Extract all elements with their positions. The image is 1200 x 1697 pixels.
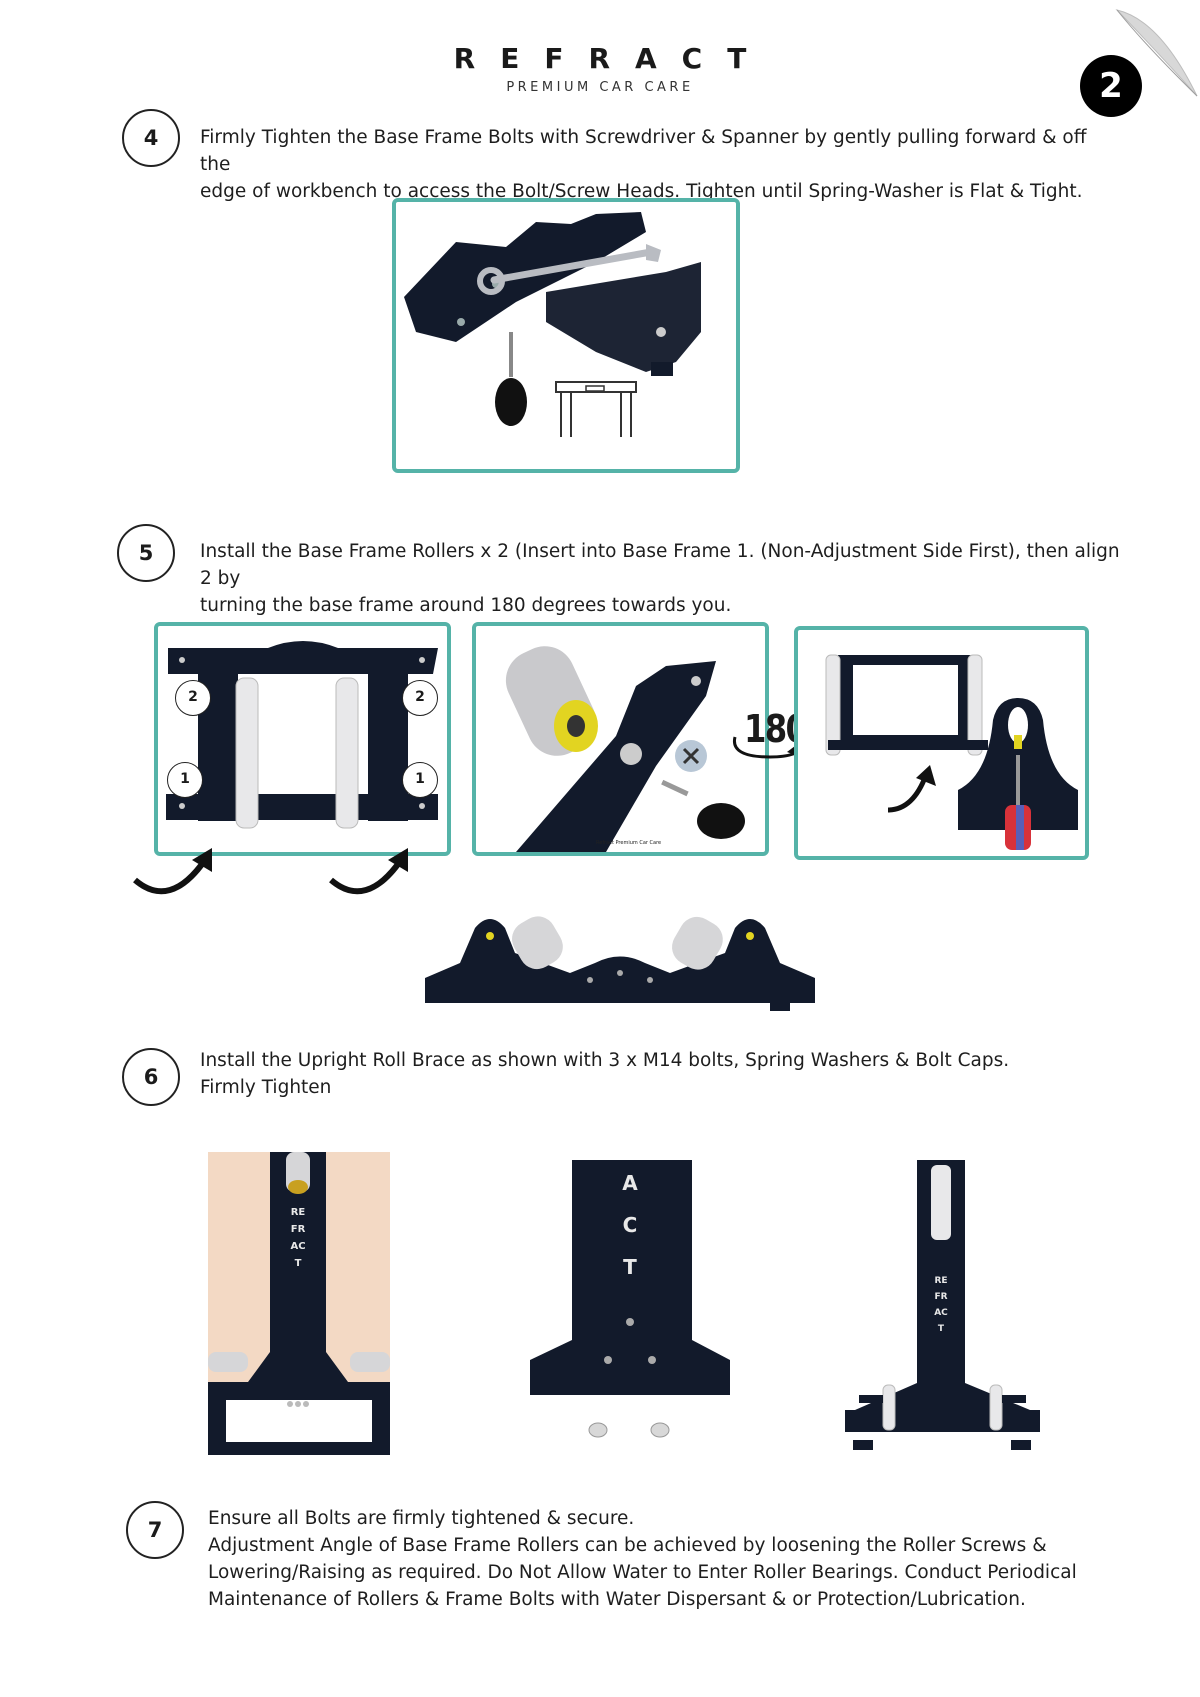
roller-callout-2-left: 2 [175,680,211,716]
step-4-number: 4 [122,109,180,167]
step-5-line-1: Install the Base Frame Rollers x 2 (Inse… [200,541,1120,589]
step-7-line-1: Ensure all Bolts are firmly tightened & … [208,1508,635,1529]
roller-callout-1-right: 1 [402,762,438,798]
brace-logo-partial-text: ACT [622,1171,638,1279]
step-5-line-2: turning the base frame around 180 degree… [200,595,732,616]
assembled-base-frame-image [420,898,815,1018]
step-5-photo-frame-2: Refract Premium Car Care [472,622,769,856]
step-6-line-1: Install the Upright Roll Brace as shown … [200,1050,1010,1071]
step-7-instructions: Ensure all Bolts are firmly tightened & … [208,1505,1108,1613]
rotated-frame-with-screwdriver-image [825,654,1078,850]
base-frame-bolt-tightening-image [404,212,701,437]
step-5-number: 5 [117,524,175,582]
step-4-line-2: edge of workbench to access the Bolt/Scr… [200,181,1083,202]
step-5-photo-frame-1 [154,622,451,856]
upright-brace-photo-1: REFRACT [208,1152,390,1455]
curved-arrow-icon [329,848,408,895]
brand-logo: REFRACT [453,42,772,75]
step-6-instructions: Install the Upright Roll Brace as shown … [200,1047,1100,1101]
upright-brace-photo-2: ACT [530,1160,730,1450]
step-7-line-4: Maintenance of Rollers & Frame Bolts wit… [208,1589,1026,1610]
step-7-line-2: Adjustment Angle of Base Frame Rollers c… [208,1535,1047,1556]
brand-tagline: PREMIUM CAR CARE [506,80,694,95]
step-6-line-2: Firmly Tighten [200,1077,332,1098]
page-curl-icon [1105,0,1200,100]
photo-caption: Refract Premium Car Care [596,840,661,846]
step-5-photo-frame-3 [794,626,1089,860]
page-number-badge: 2 [1080,55,1142,117]
roller-callout-1-left: 1 [167,762,203,798]
base-frame-rollers-top-view-image [166,641,438,829]
step-4-instructions: Firmly Tighten the Base Frame Bolts with… [200,124,1100,205]
step-7-number: 7 [126,1501,184,1559]
curved-arrow-icon [133,848,212,895]
step-4-line-1: Firmly Tighten the Base Frame Bolts with… [200,127,1087,175]
brace-logo-text: REFRACT [290,1207,306,1269]
step-7-line-3: Lowering/Raising as required. Do Not All… [208,1562,1077,1583]
step-6-number: 6 [122,1048,180,1106]
roller-callout-2-right: 2 [402,680,438,716]
brace-logo-text: REFRACT [934,1276,948,1334]
roller-insert-closeup-image: Refract Premium Car Care [505,646,745,852]
upright-brace-photo-3: REFRACT [845,1155,1040,1455]
step-4-photo-frame [392,198,740,473]
